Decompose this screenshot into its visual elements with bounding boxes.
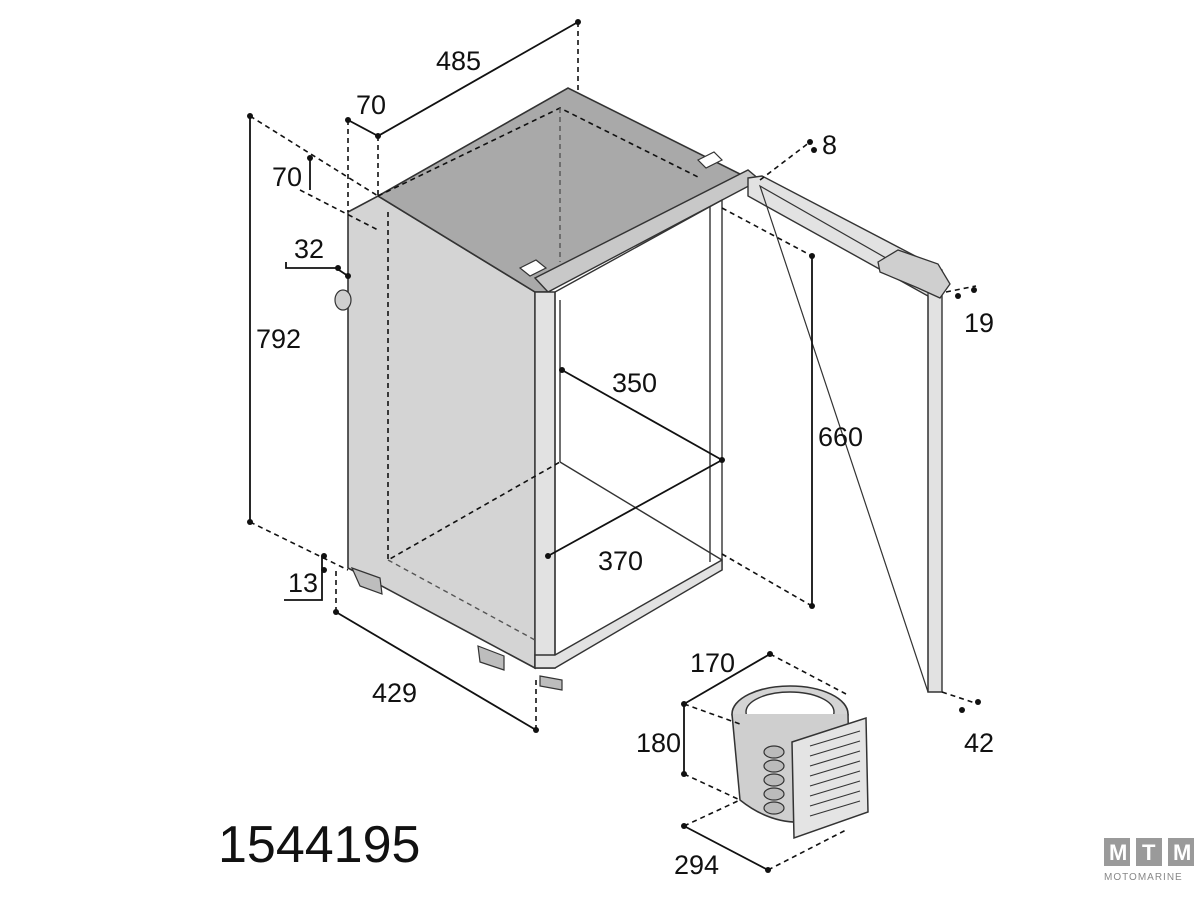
dim-70-side: 70 <box>272 162 302 192</box>
logo-subtitle: MOTOMARINE <box>1104 872 1183 883</box>
dim-8: 8 <box>822 130 837 160</box>
dim-370: 370 <box>598 546 643 576</box>
dim-19: 19 <box>964 308 994 338</box>
dimension-lines <box>247 19 981 873</box>
dim-42: 42 <box>964 728 994 758</box>
dim-32: 32 <box>294 234 324 264</box>
dim-70-top: 70 <box>356 90 386 120</box>
dim-180: 180 <box>636 728 681 758</box>
dimension-labels: 485 70 70 32 792 8 19 350 660 370 13 429… <box>256 46 994 880</box>
dim-485: 485 <box>436 46 481 76</box>
dim-170: 170 <box>690 648 735 678</box>
logo-letter-2: T <box>1142 840 1156 865</box>
dim-350: 350 <box>612 368 657 398</box>
logo-letter-1: M <box>1109 840 1127 865</box>
fridge-cabinet <box>334 87 762 691</box>
logo-letter-3: M <box>1173 840 1191 865</box>
dim-13: 13 <box>288 568 318 598</box>
fridge-door <box>747 175 951 693</box>
dim-429: 429 <box>372 678 417 708</box>
dim-792: 792 <box>256 324 301 354</box>
dim-660: 660 <box>818 422 863 452</box>
dim-294: 294 <box>674 850 719 880</box>
motomarine-logo: M T M MOTOMARINE <box>1104 838 1194 883</box>
compressor-unit <box>731 685 869 840</box>
product-code: 1544195 <box>218 816 420 874</box>
